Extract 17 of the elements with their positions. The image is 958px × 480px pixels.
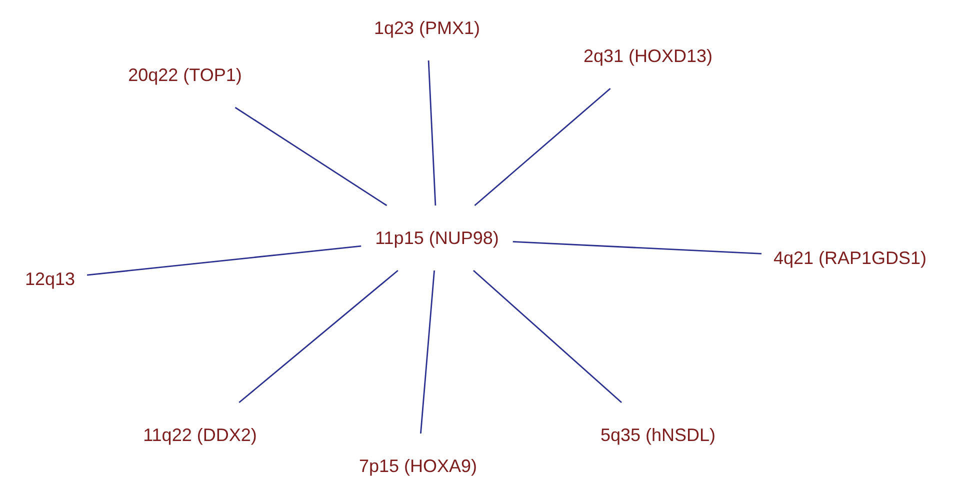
connector-line	[474, 88, 611, 206]
locus-label: 12q13	[24, 268, 76, 290]
locus-label: 4q21 (RAP1GDS1)	[773, 248, 927, 268]
locus-label: 11p15 (NUP98)	[375, 228, 499, 248]
locus-label: 11q22 (DDX2)	[143, 424, 257, 446]
locus-label: 7p15 (HOXA9)	[358, 456, 478, 476]
connector-line	[428, 60, 436, 206]
connector-line	[234, 106, 388, 206]
locus-label: 20q22 (TOP1)	[128, 64, 242, 86]
connector-line	[512, 240, 762, 254]
connector-line	[473, 270, 622, 404]
connector-line	[420, 270, 435, 434]
connector-line	[86, 245, 362, 276]
locus-label: 5q35 (hNSDL)	[600, 424, 716, 446]
locus-label: 1q23 (PMX1)	[374, 18, 480, 38]
locus-label: 2q31 (HOXD13)	[583, 46, 713, 66]
connector-line	[238, 270, 398, 404]
